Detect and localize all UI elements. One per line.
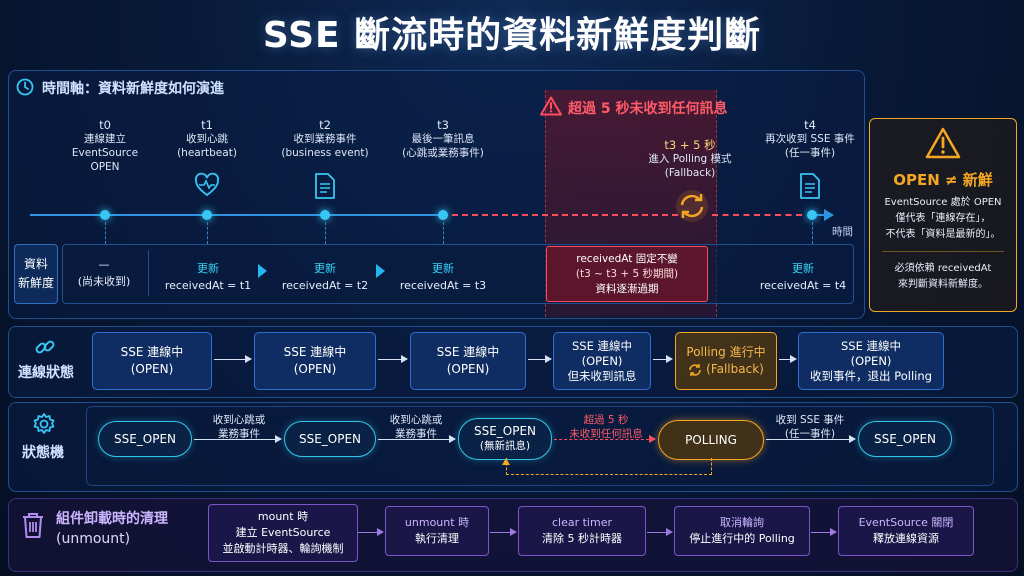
state-machine-inner [86, 406, 994, 486]
arrow [766, 434, 856, 443]
state-sse-open: SSE_OPEN [858, 421, 952, 457]
arrow [647, 527, 673, 536]
freshness-row [62, 244, 854, 304]
time-axis-label: 時間 [832, 226, 853, 238]
callout-box: OPEN ≠ 新鮮 EventSource 處於 OPEN 僅代表「連線存在」，… [869, 118, 1017, 312]
callout-text-1: EventSource 處於 OPEN 僅代表「連線存在」， 不代表「資料是最新… [884, 197, 1002, 240]
state-polling: POLLING [658, 420, 764, 460]
clock-icon [16, 78, 34, 96]
cleanup-label: 組件卸載時的清理 (unmount) [56, 511, 168, 547]
cleanup-step-cancel-polling: 取消輪詢 停止進行中的 Polling [674, 506, 810, 556]
arrow [194, 434, 282, 443]
timeline-node-t2 [320, 210, 330, 220]
arrow [378, 354, 408, 363]
connection-state-box: SSE 連線中(OPEN) [92, 332, 212, 390]
freshness-t0: — (尚未收到) [77, 258, 131, 288]
callout-text-2: 必須依賴 receivedAt 來判斷資料新鮮度。 [894, 263, 992, 290]
gear-icon [32, 412, 56, 436]
freshness-t4: 更新 receivedAt = t4 [759, 262, 847, 292]
freshness-t2: 更新 receivedAt = t2 [281, 262, 369, 292]
warning-icon [540, 96, 562, 116]
warning-text: 超過 5 秒未收到任何訊息 [568, 101, 728, 117]
transition-label: 收到心跳或業務事件 [389, 414, 443, 440]
connection-label: 連線狀態 [18, 365, 74, 381]
divider [148, 250, 149, 296]
stale-box: receivedAt 固定不變 (t3 ~ t3 + 5 秒期間) 資料逐漸過期 [546, 246, 708, 302]
time-axis-arrowhead [824, 209, 834, 221]
transition-label: 收到心跳或業務事件 [212, 414, 266, 440]
polling-state-box: Polling 進行中 (Fallback) [675, 332, 777, 390]
timeline-node-t3 [438, 210, 448, 220]
timepoint-t1: t1 收到心跳 (heartbeat) [177, 118, 237, 159]
transition-label-timeout: 超過 5 秒未收到任何訊息 [569, 414, 643, 440]
timepoint-t3-plus-5: t3 + 5 秒 進入 Polling 模式 (Fallback) [648, 138, 732, 179]
loop-arrow [506, 458, 712, 475]
page-title: SSE 斷流時的資料新鮮度判斷 [262, 15, 762, 56]
freshness-t3: 更新 receivedAt = t3 [399, 262, 487, 292]
document-icon [798, 172, 822, 200]
timeline-node-t0 [100, 210, 110, 220]
freshness-label-box: 資料 新鮮度 [14, 244, 58, 304]
freshness-t1: 更新 receivedAt = t1 [164, 262, 252, 292]
connector [207, 222, 208, 244]
timeline-node-t4 [807, 210, 817, 220]
cleanup-step-clear-timer: clear timer 清除 5 秒計時器 [518, 506, 646, 556]
state-sse-open: SSE_OPEN [98, 421, 192, 457]
arrow [653, 354, 673, 363]
arrow [528, 354, 552, 363]
arrow [214, 354, 252, 363]
state-machine-label: 狀態機 [22, 445, 64, 461]
connector [105, 222, 106, 244]
link-icon [34, 336, 56, 358]
time-axis [30, 214, 440, 216]
cleanup-step-close-eventsource: EventSource 關閉 釋放連線資源 [838, 506, 974, 556]
warning-icon [925, 127, 961, 159]
time-axis-fallback [712, 214, 802, 216]
cleanup-step-unmount: unmount 時 執行清理 [385, 506, 489, 556]
transition-label: 收到 SSE 事件(任一事件) [775, 414, 845, 440]
timepoint-t3: t3 最後一筆訊息 (心跳或業務事件) [402, 118, 484, 159]
chevron-right-icon [258, 264, 267, 278]
trash-icon [20, 510, 46, 540]
cleanup-step-mount: mount 時 建立 EventSource 並啟動計時器、輪詢機制 [208, 504, 358, 562]
arrow [811, 527, 837, 536]
callout-divider [882, 251, 1004, 252]
refresh-icon [689, 363, 701, 376]
connection-state-box: SSE 連線中(OPEN)收到事件，退出 Polling [798, 332, 944, 390]
timeline-header: 時間軸：資料新鮮度如何演進 [42, 81, 224, 97]
state-sse-open-no-message: SSE_OPEN (無新訊息) [458, 418, 552, 460]
arrow [779, 354, 797, 363]
connector [325, 222, 326, 244]
connector [443, 222, 444, 244]
timeline-node-t1 [202, 210, 212, 220]
arrow-timeout [554, 434, 656, 443]
refresh-icon [674, 188, 710, 224]
heartbeat-icon [193, 171, 221, 199]
chevron-right-icon [376, 264, 385, 278]
connection-state-box: SSE 連線中(OPEN)但未收到訊息 [553, 332, 651, 390]
timepoint-t0: t0 連線建立 EventSource OPEN [71, 118, 139, 173]
arrow [490, 527, 517, 536]
timepoint-t2: t2 收到業務事件 (business event) [281, 118, 369, 159]
arrow [358, 527, 384, 536]
time-axis-stale [442, 214, 678, 216]
connection-state-box: SSE 連線中(OPEN) [254, 332, 376, 390]
state-sse-open: SSE_OPEN [284, 421, 376, 457]
loop-arrowhead [502, 458, 510, 465]
arrow [378, 434, 456, 443]
time-axis-end [812, 214, 826, 216]
connection-state-box: SSE 連線中(OPEN) [410, 332, 526, 390]
timepoint-t4: t4 再次收到 SSE 事件 (任一事件) [765, 118, 855, 159]
callout-title: OPEN ≠ 新鮮 [893, 171, 993, 189]
connector [812, 222, 813, 244]
document-icon [313, 172, 337, 200]
